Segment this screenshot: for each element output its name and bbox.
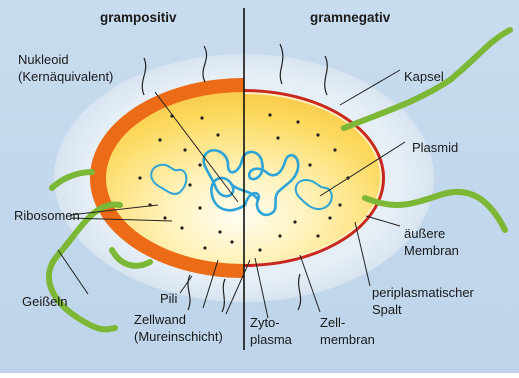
label-cell-membrane: Zell- [320, 315, 345, 330]
label-nucleoid-sub: (Kernäquivalent) [18, 69, 113, 84]
label-cell-wall-sub: (Mureinschicht) [134, 329, 223, 344]
label-periplasmic-sub: Spalt [372, 302, 402, 317]
title-gram-negative: gramnegativ [310, 10, 391, 25]
title-gram-positive: grampositiv [100, 10, 177, 25]
label-periplasmic: periplasmatischer [372, 285, 475, 300]
label-cytoplasm: Zyto- [250, 315, 280, 330]
label-ribosomes: Ribosomen [14, 208, 80, 223]
label-outer-membrane-sub: Membran [404, 243, 459, 258]
label-nucleoid: Nukleoid [18, 52, 69, 67]
label-plasmid: Plasmid [412, 140, 458, 155]
label-flagella: Geißeln [22, 294, 68, 309]
label-outer-membrane: äußere [404, 226, 445, 241]
label-pili: Pili [160, 291, 177, 306]
label-cell-membrane-sub: membran [320, 332, 375, 347]
label-cell-wall: Zellwand [134, 312, 186, 327]
label-capsule: Kapsel [404, 69, 444, 84]
label-cytoplasm-sub: plasma [250, 332, 293, 347]
